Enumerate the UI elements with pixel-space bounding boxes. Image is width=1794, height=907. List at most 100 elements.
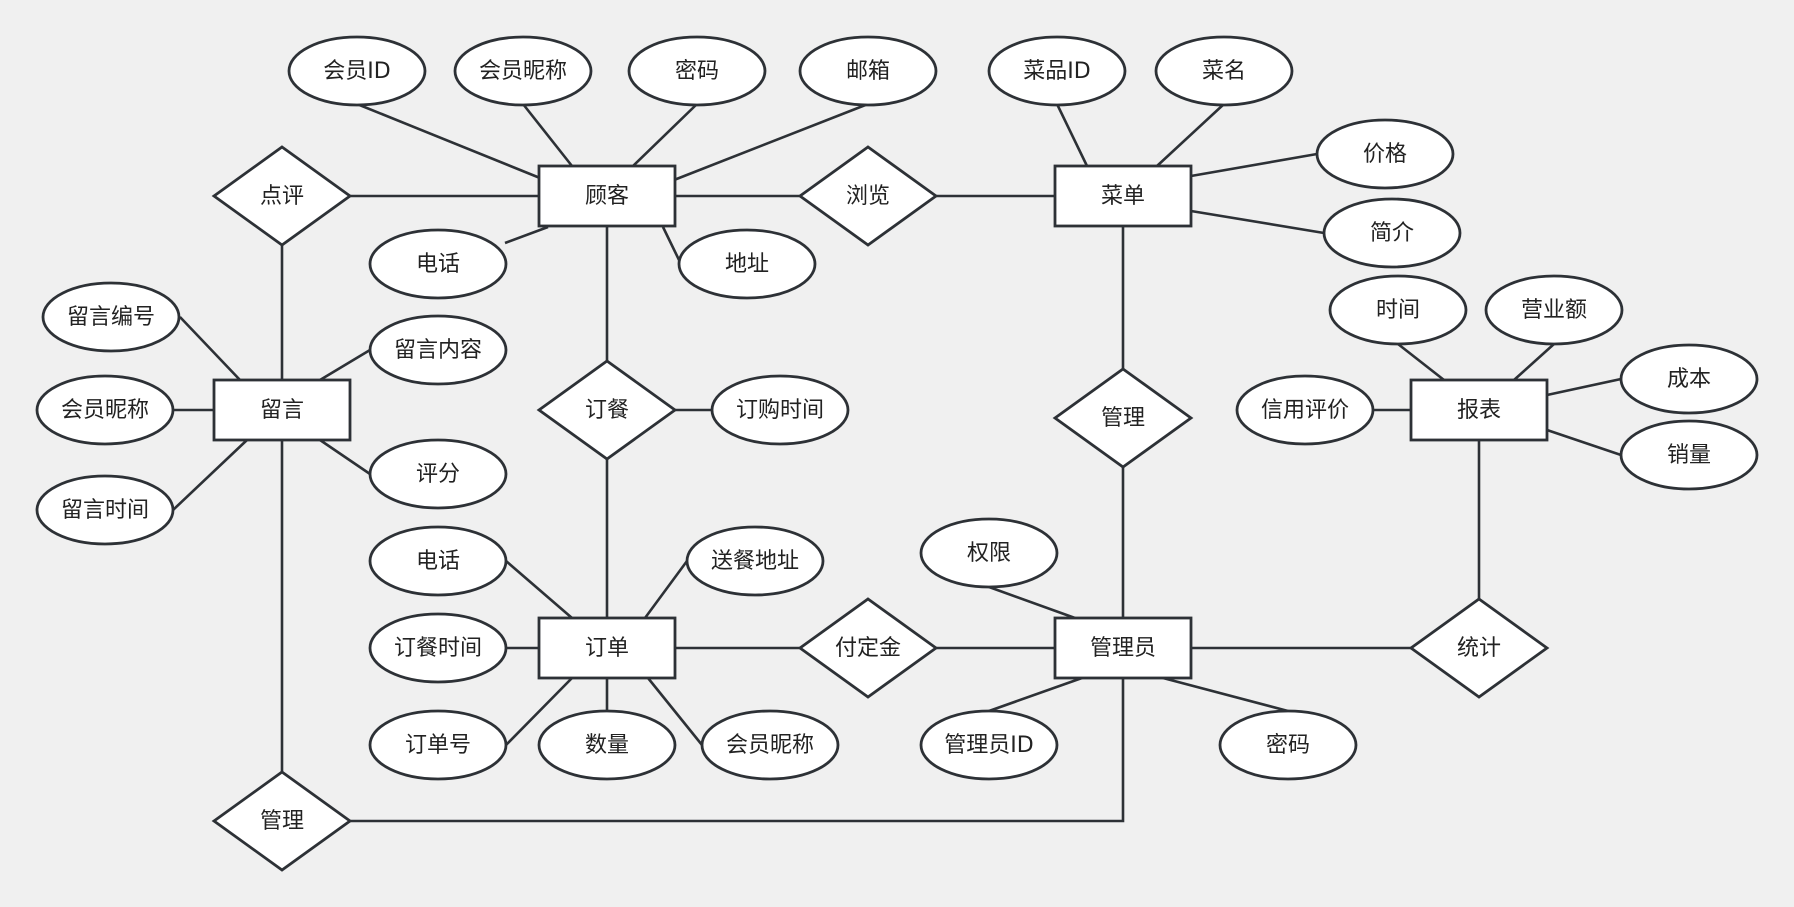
attribute-cust-addr: 地址 [677,228,817,300]
node-label: 密码 [675,59,719,84]
entity-report: 报表 [1409,378,1549,442]
relationship-browse: 浏览 [797,145,939,247]
attribute-ellipse [798,35,938,107]
node-label: 邮箱 [846,59,890,84]
attribute-msg-no: 留言编号 [41,281,181,353]
node-label: 管理 [260,809,304,834]
entity-admin: 管理员 [1053,616,1193,680]
connector-line [1546,377,1622,397]
connector-line [1055,103,1089,167]
attribute-adm-id: 管理员ID [919,709,1059,781]
node-label: 留言时间 [61,498,149,523]
connector-line [643,560,689,619]
node-label: 订单 [585,636,629,661]
attribute-dish-id: 菜品ID [987,35,1127,107]
connector-line [172,439,248,511]
attribute-cust-pwd: 密码 [627,35,767,107]
attribute-dish-name: 菜名 [1154,35,1294,107]
node-label: 留言 [260,398,304,423]
node-label: 订餐 [585,398,629,423]
node-label: 报表 [1457,398,1501,423]
attribute-ellipse [1322,197,1462,269]
connector-line [1190,209,1325,235]
attribute-ellipse [41,281,181,353]
attribute-ellipse [987,35,1127,107]
attribute-ellipse [1328,274,1468,346]
connector-line [988,676,1083,713]
attribute-ellipse [368,525,508,597]
attribute-ord-no: 订单号 [368,709,508,781]
connector-line [505,560,573,619]
attribute-adm-pwd: 密码 [1218,709,1358,781]
relationship-place-order: 订餐 [536,359,678,461]
attribute-ord-addr: 送餐地址 [685,525,825,597]
attribute-msg-nick: 会员昵称 [35,374,175,446]
entity-rect [1409,378,1549,442]
node-label: 电话 [416,252,460,277]
entity-message: 留言 [212,378,352,442]
attribute-ellipse [368,314,508,386]
attribute-ord-phone: 电话 [368,525,508,597]
node-label: 菜名 [1202,59,1246,84]
connector-line [661,226,682,263]
attribute-ellipse [685,525,825,597]
node-label: 数量 [585,733,629,758]
node-label: 会员昵称 [726,733,814,758]
node-label: 密码 [1266,733,1310,758]
node-label: 电话 [416,549,460,574]
connector-line [319,348,371,382]
node-label: 留言编号 [67,305,155,330]
attribute-rep-sales: 销量 [1619,419,1759,491]
node-label: 统计 [1457,636,1501,661]
connector-line [646,677,704,746]
relationship-diamond [536,359,678,461]
relationship-diamond [797,597,939,699]
attribute-msg-time: 留言时间 [35,474,175,546]
attribute-ord-qty: 数量 [537,709,677,781]
entity-rect [537,164,677,228]
relationship-manage-menu: 管理 [1052,367,1194,469]
connector-line [988,585,1076,620]
relationship-diamond [211,145,353,247]
attribute-ord-time: 订餐时间 [368,612,508,684]
attribute-ellipse [368,228,508,300]
attribute-dish-intro: 简介 [1322,197,1462,269]
entity-rect [537,616,677,680]
node-label: 销量 [1667,443,1711,468]
connector-line [1190,152,1318,178]
attribute-ellipse [1154,35,1294,107]
node-label: 评分 [416,462,460,487]
node-label: 管理 [1101,406,1145,431]
node-label: 留言内容 [394,338,482,363]
attribute-ellipse [1484,274,1624,346]
attribute-rep-cost: 成本 [1619,343,1759,415]
attribute-cust-email: 邮箱 [798,35,938,107]
entity-customer: 顾客 [537,164,677,228]
relationship-diamond [1052,367,1194,469]
attribute-ellipse [35,474,175,546]
node-label: 简介 [1370,221,1414,246]
attribute-ellipse [919,517,1059,589]
attribute-ellipse [1235,374,1375,446]
connector-line [504,225,549,245]
connector-line [521,103,574,167]
attribute-ellipse [368,709,508,781]
connector-line [1513,343,1555,381]
relationship-diamond [797,145,939,247]
attribute-ellipse [287,35,427,107]
attribute-order-buytime: 订购时间 [710,374,850,446]
attribute-rep-credit: 信用评价 [1235,374,1375,446]
attribute-cust-phone: 电话 [368,228,508,300]
connector-line [1162,676,1289,713]
attribute-msg-content: 留言内容 [368,314,508,386]
attribute-msg-score: 评分 [368,438,508,510]
attribute-ord-nick: 会员昵称 [700,709,840,781]
connector-line [673,102,869,182]
node-label: 管理员 [1090,636,1156,661]
attribute-rep-time: 时间 [1328,274,1468,346]
relationship-pay-deposit: 付定金 [797,597,939,699]
attribute-ellipse [453,35,593,107]
attribute-ellipse [1315,118,1455,190]
node-label: 信用评价 [1261,398,1349,423]
